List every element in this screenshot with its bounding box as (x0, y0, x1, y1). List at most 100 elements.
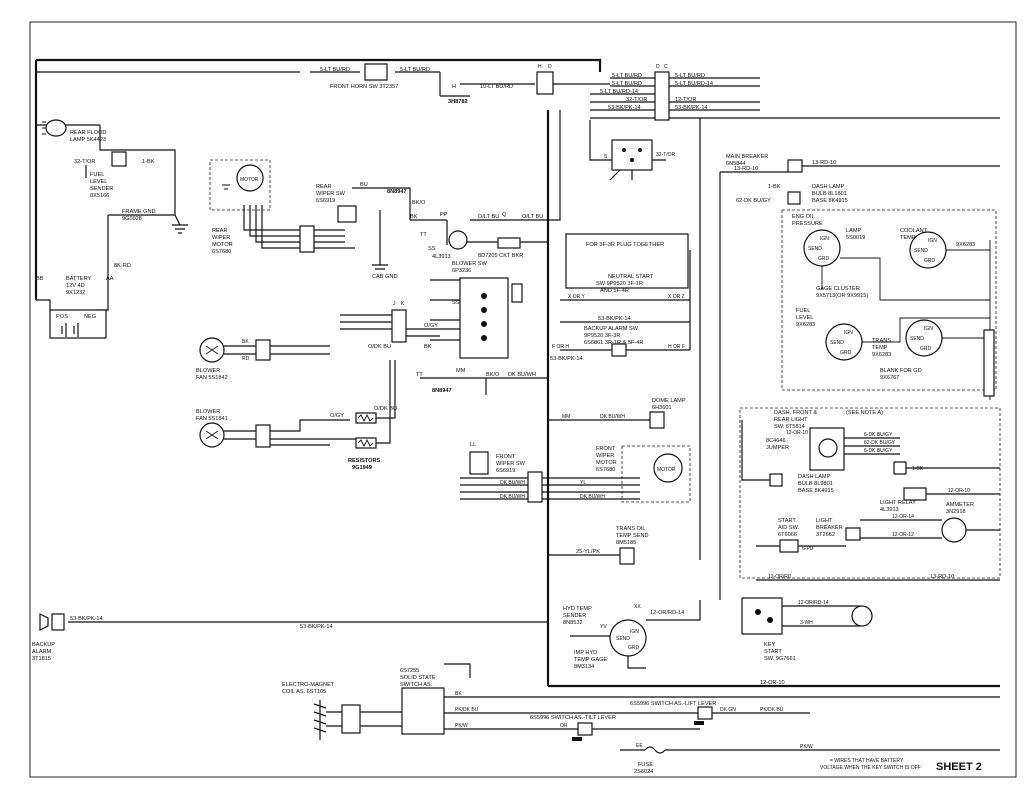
battery-main-bus (34, 58, 602, 300)
cab-gnd-label: CAB GND (372, 274, 398, 280)
blower-selector-leads (430, 279, 460, 341)
resistors-l2: 9G1949 (352, 465, 372, 471)
footnote-l2: VOLTAGE WHEN THE KEY SWITCH IS OFF (820, 765, 921, 771)
connector-5pin-leads (589, 120, 666, 181)
blower-sw-wires (410, 110, 561, 245)
rear-wiper-sw-l1: REAR (316, 184, 332, 190)
lift-marker-a (694, 721, 704, 725)
pin-aa: AA (106, 276, 114, 282)
blower-selector-switch[interactable] (459, 277, 509, 359)
light-breaker[interactable] (845, 527, 861, 541)
battery-l1: BATTERY (66, 276, 92, 282)
wire-13-b: 13-RD-10 (930, 574, 954, 580)
wire-12or10-relay: 12-OR-10 (948, 488, 970, 494)
solid-state-switch[interactable] (401, 687, 445, 735)
wire-pr-ss: PK/DK BU (455, 707, 479, 713)
blower-selector-knob[interactable] (511, 283, 523, 303)
battery-pos: POS (56, 314, 68, 320)
key-start-leads (782, 605, 860, 627)
light-relay[interactable] (903, 487, 927, 501)
front-wiper-switch[interactable] (469, 451, 489, 475)
pin-or-y: X OR Y (568, 294, 586, 300)
motor-label-rear: MOTOR (240, 177, 259, 183)
circuit-breaker[interactable] (497, 237, 521, 249)
trans-oil-sender (619, 547, 635, 565)
dash-light-switch[interactable] (809, 427, 845, 471)
wire-12or-bottom: 12-OR-10 (760, 680, 785, 686)
ground-icon (172, 224, 188, 234)
main-breaker-leads (719, 165, 1000, 600)
wr-5lt-1: 5-LT BU/RD (675, 73, 705, 79)
wl-53: 53-BK/PK-14 (608, 105, 641, 111)
hyd-sender-l3: 8N8532 (563, 620, 583, 626)
main-breaker[interactable] (787, 159, 803, 173)
lift-lever-switch[interactable] (697, 706, 713, 720)
blank-gd-l2: 9X6767 (880, 375, 899, 381)
see-note: (SEE NOTE A) (846, 410, 883, 416)
tilt-lever-switch[interactable] (577, 722, 593, 736)
backup-sw-l2: 9P9520 3F-3R (584, 333, 620, 339)
ground-icon-rear-wiper (222, 184, 230, 190)
front-wiper-feed (420, 377, 548, 395)
backup-alarm-l3: 3T1815 (32, 656, 51, 662)
rear-wiper-l1: REAR (212, 228, 228, 234)
backup-sw-l3: 6S6861 3R-1R & 5F-4R (584, 340, 643, 346)
fan-icon-front (205, 345, 219, 355)
resistors-l1: RESISTORS (348, 458, 380, 464)
wire-label-5lt-b: 5-LT BU/RD (400, 67, 430, 73)
speaker-icon (39, 613, 49, 631)
pin-xx: XX (634, 604, 641, 610)
g2-grd: GRD (924, 258, 936, 264)
dash-lamp-mid-l2: BULB 8L9801 (798, 481, 833, 487)
wire-53-alarm: 53-BK/PK-14 (70, 616, 103, 622)
dash-switch-leads (741, 420, 900, 481)
dash-lamp-top-l1: DASH LAMP (812, 184, 845, 190)
light-relay-l2: 4L3913 (880, 507, 899, 513)
wiper-part2: 8N8947 (432, 388, 452, 394)
start-aid-l2: AID SW. (778, 525, 800, 531)
front-horn-switch[interactable] (364, 63, 388, 81)
blower-rear-connector (255, 424, 271, 448)
wire-bko: BK/O (412, 200, 426, 206)
front-wiper-sw-l2: WIPER SW (496, 461, 526, 467)
pin-ss2: SS (452, 300, 460, 306)
fuel-sender-l1: FUEL (90, 172, 104, 178)
front-wiper-sw-l1: FRONT (496, 454, 516, 460)
g4-ign: IGN (924, 326, 933, 332)
pin-yy: YV (600, 624, 607, 630)
connector-dc (654, 71, 670, 121)
battery-cells-icon (61, 323, 79, 337)
backup-sw-l1: BACKUP ALARM SW (584, 326, 639, 332)
hyd-gage-l3: 8M3134 (574, 664, 594, 670)
dash-front-l2: REAR LIGHT (774, 417, 808, 423)
coolant-l1: COOLANT (900, 228, 928, 234)
gage-ign-hyd: IGN (630, 629, 639, 635)
front-wiper-l3: MOTOR (596, 460, 617, 466)
start-aid-switch[interactable] (779, 539, 799, 553)
front-wiper-motor-box (621, 445, 691, 503)
blower-switch[interactable] (448, 230, 468, 250)
wire-62-a: 6-DK BU/GY (864, 432, 893, 438)
wire-bkrd: 8K-RD (114, 263, 131, 269)
right-verticals (689, 118, 701, 560)
fuse-element[interactable] (644, 746, 666, 754)
jumper-note: FOR 3F-3R PLUG TOGETHER (586, 242, 664, 248)
fuse-l2: 2S6024 (634, 769, 653, 775)
eng-oil-l1: ENG OIL (792, 214, 815, 220)
rear-wiper-switch[interactable] (337, 205, 357, 223)
wire-bk: BK (410, 214, 418, 220)
dash-lamp-top-l2: BULB 8L1801 (812, 191, 847, 197)
rear-wiper-part: 8N8947 (387, 189, 407, 195)
wire-12or14: 12-OR-14 (892, 514, 914, 520)
rear-flood-l2: LAMP 5K4423 (70, 137, 106, 143)
gage-cluster (781, 209, 997, 391)
solid-state-l2: SOLID STATE (400, 675, 436, 681)
key-start-l1: KEY (764, 642, 775, 648)
key-start-solenoid (851, 605, 873, 627)
pin-s-5: S (604, 154, 608, 160)
eng-oil-l2: PRESSURE (792, 221, 823, 227)
wire-pkw-fuse: PK/W (800, 744, 813, 750)
dash-front-l3: SW. 6T5814 (774, 424, 805, 430)
key-start-switch[interactable] (741, 597, 783, 635)
wl-5lt-2: 5-LT BU/RD (612, 81, 642, 87)
